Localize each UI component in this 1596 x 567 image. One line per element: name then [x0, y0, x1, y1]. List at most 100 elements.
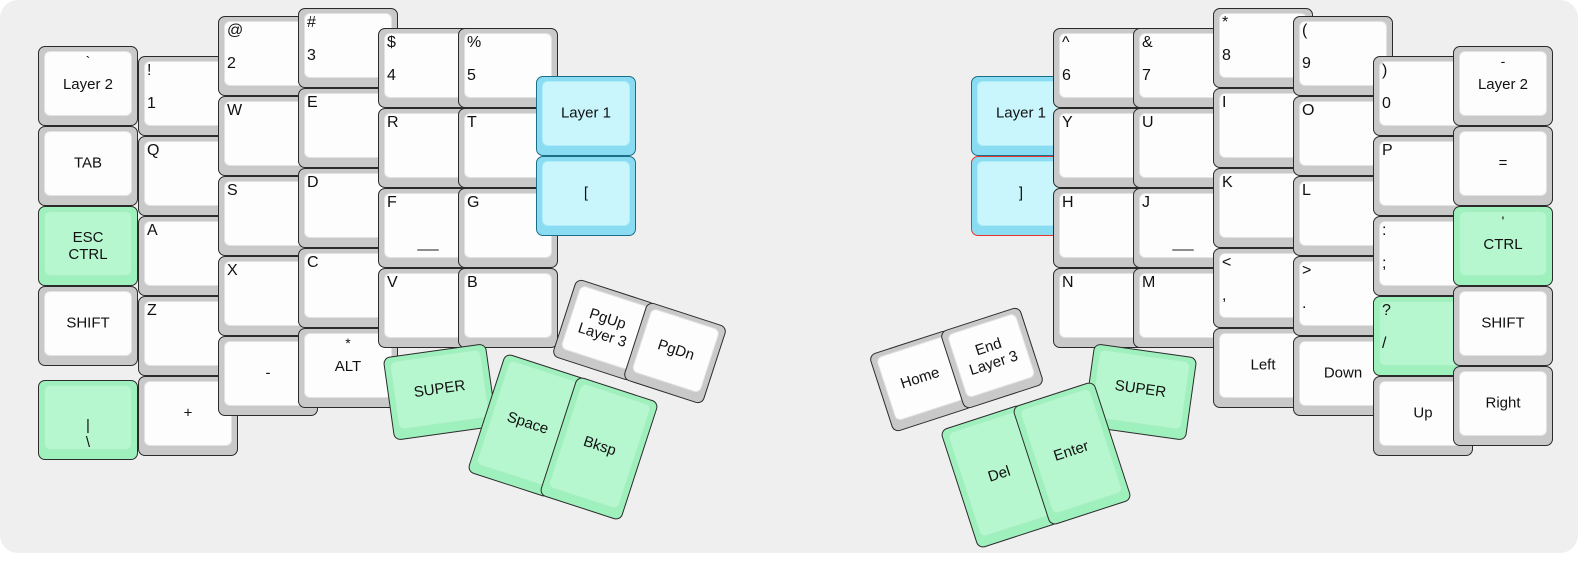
- keycap-surface: [384, 193, 472, 258]
- key-legend-top: %: [467, 34, 482, 51]
- key-pinky-outer-equal[interactable]: =: [1453, 126, 1553, 206]
- key-ring-at-2[interactable]: @2: [218, 16, 318, 96]
- key-legend-main: I: [1222, 94, 1227, 111]
- key-pinky-outer-esc-ctrl[interactable]: ESC CTRL: [38, 206, 138, 286]
- key-index-inner-b[interactable]: B: [458, 268, 558, 348]
- key-legend-top: <: [1222, 254, 1232, 271]
- key-legend-main: | \: [85, 417, 91, 451]
- key-legend-top: -: [1500, 53, 1506, 69]
- keycap-surface: [464, 273, 552, 338]
- key-legend-main: D: [307, 174, 319, 191]
- keycap-surface: [224, 21, 312, 86]
- key-legend-main: G: [467, 194, 480, 211]
- key-legend-main: ESC CTRL: [68, 229, 108, 263]
- key-legend-main: O: [1302, 102, 1315, 119]
- key-legend-top: @: [227, 22, 244, 39]
- keycap-surface: [1219, 253, 1307, 318]
- key-pinky-outer-pipe-backslash[interactable]: | \: [38, 380, 138, 460]
- key-legend-top: :: [1382, 222, 1387, 239]
- key-legend-main: [: [583, 184, 589, 202]
- keycap-surface: [1219, 333, 1307, 398]
- homing-bar-indicator: [1172, 249, 1194, 251]
- keycap-surface: [144, 301, 232, 366]
- key-legend-main: E: [307, 94, 318, 111]
- key-inner-extra-bracket-right[interactable]: ]: [971, 156, 1071, 236]
- keycap-surface: [1139, 273, 1227, 338]
- key-legend-main: ,: [1222, 287, 1227, 304]
- key-legend-top: #: [307, 14, 316, 31]
- key-pinky-outer-right[interactable]: Right: [1453, 366, 1553, 446]
- key-pinky-outer-layer2[interactable]: `Layer 2: [38, 46, 138, 126]
- key-index-dollar-4[interactable]: $4: [378, 28, 478, 108]
- keycap-surface: [1299, 341, 1387, 406]
- key-legend-main: A: [147, 222, 158, 239]
- key-index-inner-y[interactable]: Y: [1053, 108, 1153, 188]
- keycap-surface: [224, 101, 312, 166]
- key-legend-main: F: [387, 194, 397, 211]
- key-legend-main: V: [387, 274, 398, 291]
- keycap-surface: [1299, 21, 1387, 86]
- key-legend-main: Up: [1413, 404, 1433, 422]
- homing-bar-indicator: [417, 249, 439, 251]
- keycap-surface: [1379, 61, 1467, 126]
- key-ring-minus[interactable]: -: [218, 336, 318, 416]
- key-legend-main: /: [1382, 335, 1387, 352]
- key-legend-main: 1: [147, 95, 156, 112]
- keycap-surface: [1379, 141, 1467, 206]
- key-legend-main: L: [1302, 182, 1311, 199]
- key-pinky-outer-tab[interactable]: TAB: [38, 126, 138, 206]
- key-legend-main: K: [1222, 174, 1233, 191]
- keycap-surface: [304, 253, 392, 318]
- keycap-surface: [1459, 211, 1547, 276]
- key-legend-main: Q: [147, 142, 160, 159]
- key-pinky-outer-layer2[interactable]: - Layer 2: [1453, 46, 1553, 126]
- key-pinky-colon-semicolon[interactable]: :;: [1373, 216, 1473, 296]
- key-legend-main: 9: [1302, 55, 1311, 72]
- keycap-surface: [1219, 173, 1307, 238]
- key-legend-main: R: [387, 114, 399, 131]
- keycap-surface: [384, 273, 472, 338]
- key-middle-star-alt[interactable]: *ALT: [298, 328, 398, 408]
- key-pinky-outer-shift[interactable]: SHIFT: [1453, 286, 1553, 366]
- key-legend-main: 3: [307, 47, 316, 64]
- key-middle-d[interactable]: D: [298, 168, 398, 248]
- key-legend-main: ]: [1018, 184, 1024, 202]
- key-legend-main: 5: [467, 67, 476, 84]
- key-legend-top: ): [1382, 62, 1388, 79]
- key-legend-main: 7: [1142, 67, 1151, 84]
- key-legend-main: P: [1382, 142, 1393, 159]
- key-pinky-plus[interactable]: +: [138, 376, 238, 456]
- key-legend-main: X: [227, 262, 238, 279]
- key-pinky-outer-shift[interactable]: SHIFT: [38, 286, 138, 366]
- key-legend-main: M: [1142, 274, 1156, 291]
- key-legend-main: T: [467, 114, 477, 131]
- key-pinky-outer-quote-ctrl[interactable]: 'CTRL: [1453, 206, 1553, 286]
- key-legend-main: Layer 1: [995, 104, 1047, 122]
- key-legend-main: 2: [227, 55, 236, 72]
- key-inner-extra-bracket-left[interactable]: [: [536, 156, 636, 236]
- key-legend-main: N: [1062, 274, 1074, 291]
- key-legend-main: 6: [1062, 67, 1071, 84]
- key-legend-main: Layer 2: [1477, 76, 1529, 93]
- key-legend-main: 0: [1382, 95, 1391, 112]
- keycap-surface: [144, 381, 232, 446]
- keycap-surface: [1059, 33, 1147, 98]
- keycap-surface: [542, 161, 630, 226]
- keycap-surface: [304, 173, 392, 238]
- key-legend-main: Down: [1323, 364, 1363, 382]
- key-inner-extra-layer1[interactable]: Layer 1: [536, 76, 636, 156]
- keycap-surface: [44, 51, 132, 116]
- key-legend-main: Layer 2: [62, 76, 114, 93]
- key-pinky-p[interactable]: P: [1373, 136, 1473, 216]
- key-legend-top: >: [1302, 262, 1312, 279]
- key-thumb-super[interactable]: SUPER: [382, 343, 498, 441]
- key-legend-main: B: [467, 274, 478, 291]
- key-legend-main: U: [1142, 114, 1154, 131]
- key-legend-main: TAB: [73, 154, 103, 172]
- keycap-surface: [1459, 371, 1547, 436]
- keycap-surface: [1459, 291, 1547, 356]
- key-legend-top: (: [1302, 22, 1308, 39]
- key-index-inner-percent-5[interactable]: %5: [458, 28, 558, 108]
- key-legend-top: *: [1222, 14, 1229, 31]
